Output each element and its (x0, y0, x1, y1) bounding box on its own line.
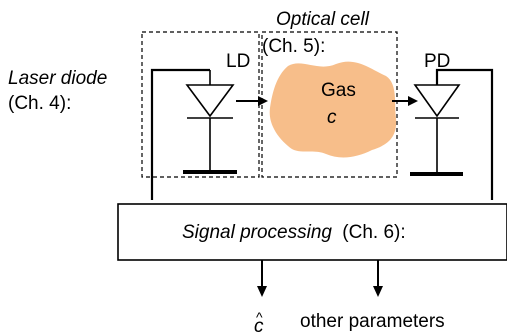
laser-diode-label: Laser diode (8, 68, 107, 89)
photodiode-symbol (410, 68, 494, 200)
laser-diode-symbol (150, 68, 237, 200)
estimate-hat: ^ (256, 309, 263, 325)
signal-processing-text: Signal processing (Ch. 6): (182, 222, 406, 243)
signal-processing-label: Signal processing (182, 222, 332, 243)
output-arrow-other (373, 260, 383, 297)
gas-label: Gas (321, 80, 356, 101)
beam-arrow-laser-to-cell (236, 96, 268, 106)
output-arrow-estimate (257, 260, 267, 297)
estimate-symbol: c (254, 316, 264, 334)
beam-arrow-cell-to-photodiode (392, 96, 418, 106)
optical-cell-label: Optical cell (276, 9, 370, 30)
laser-diode-tag: LD (226, 51, 250, 72)
other-parameters-label: other parameters (300, 311, 445, 332)
gas-cloud (269, 61, 397, 158)
photodiode-tag: PD (424, 51, 450, 72)
signal-processing-box (117, 203, 507, 261)
laser-diode-chapter: (Ch. 4): (8, 93, 71, 114)
signal-processing-chapter: (Ch. 6): (342, 222, 405, 243)
optical-cell-chapter: (Ch. 5): (262, 36, 325, 57)
gas-concentration-symbol: c (327, 107, 337, 128)
